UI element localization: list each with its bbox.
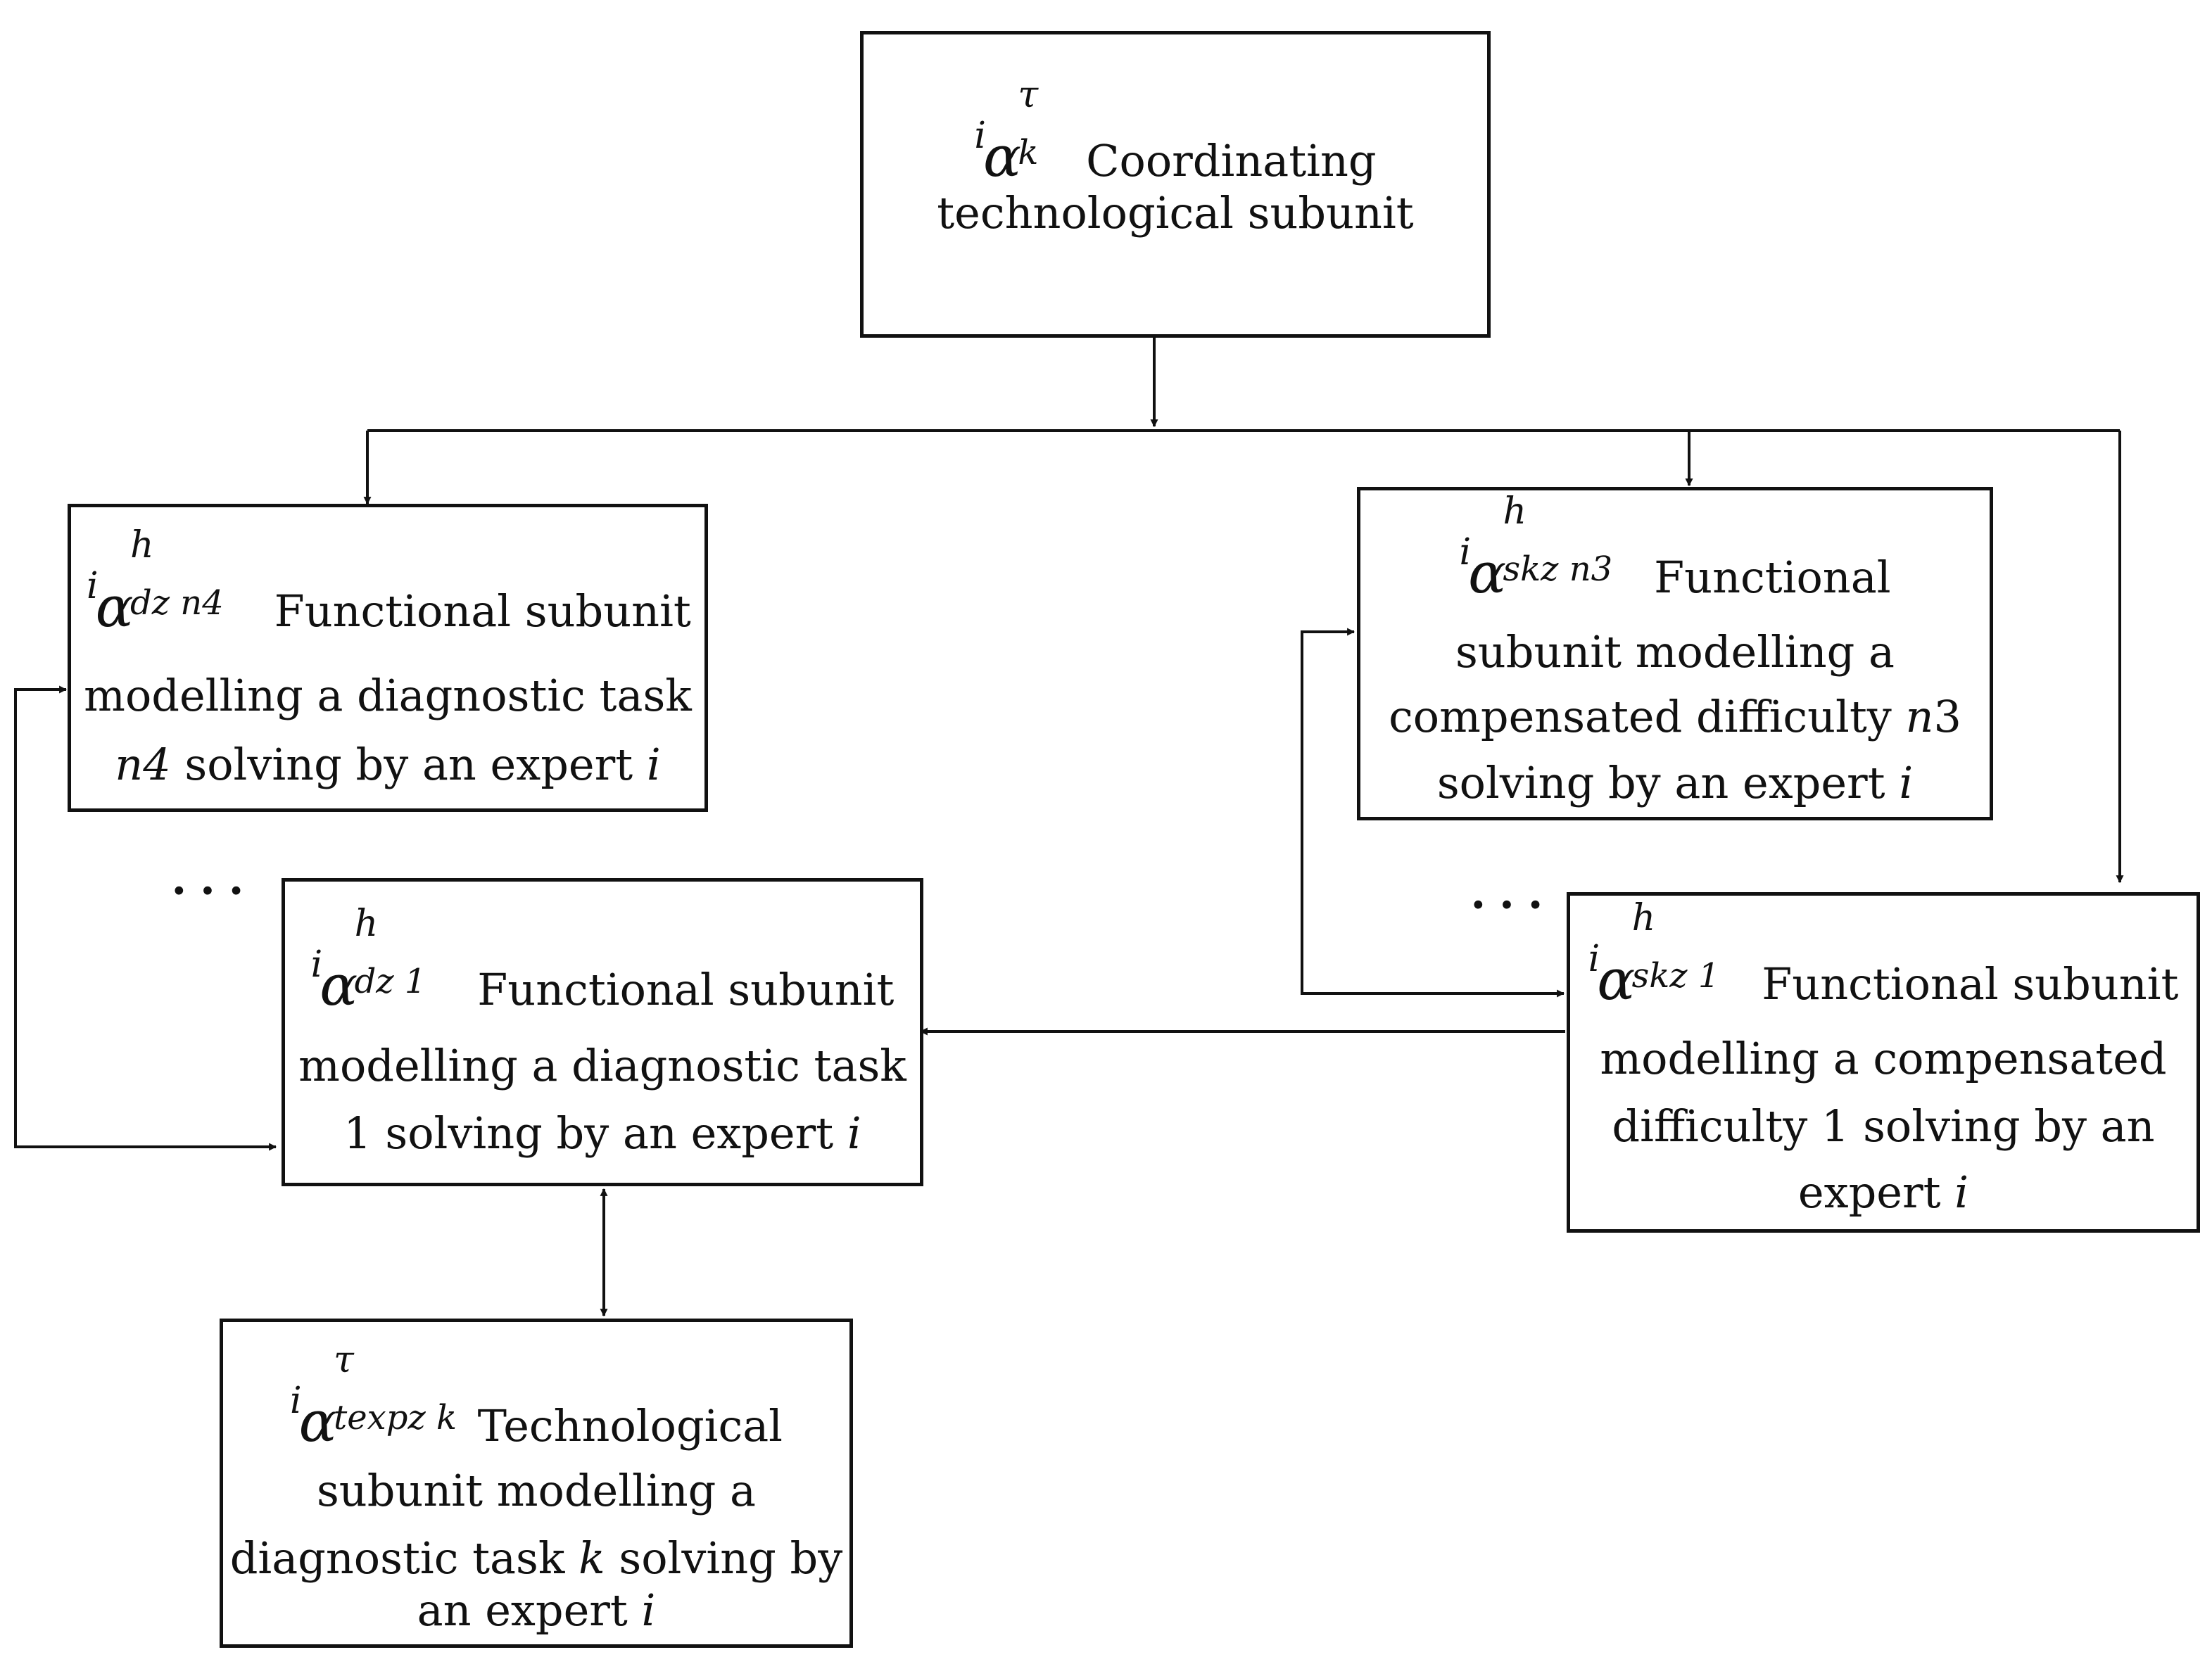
node-line: 1 solving by an expert i <box>343 1107 861 1159</box>
functional-subunit-skz-1-box: iα h skz 1 Functional subunit modelling … <box>1567 892 2200 1233</box>
alpha-symbol: iα h skz n3 <box>1459 490 1613 606</box>
functional-subunit-dz-n4-box: iα h dz n4 Functional subunit modelling … <box>68 504 708 812</box>
node-title: Coordinating <box>1086 135 1377 186</box>
node-line: difficulty 1 solving by an <box>1612 1100 2155 1152</box>
functional-subunit-dz-1-box: iα h dz 1 Functional subunit modelling a… <box>282 878 923 1186</box>
node-line: diagnostic task k solving by <box>229 1532 843 1584</box>
alpha-symbol: iα h dz n4 <box>87 524 224 640</box>
node-line: n4 solving by an expert i <box>115 739 661 790</box>
alpha-symbol: iα τ k <box>974 74 1039 189</box>
ellipsis-right: ... <box>1468 849 1554 923</box>
technological-subunit-texpz-k-box: iα τ texpz k Technological subunit model… <box>220 1319 853 1648</box>
node-line: subunit modelling a <box>1455 626 1895 678</box>
coordinating-subunit-box: iα τ k Coordinating technological subuni… <box>860 31 1491 338</box>
node-title: Functional subunit <box>477 964 895 1015</box>
ellipsis-left: ... <box>169 835 255 909</box>
node-title: Functional <box>1654 552 1891 603</box>
node-title: Functional subunit <box>1762 958 2179 1010</box>
node-line: modelling a diagnostic task <box>298 1040 906 1091</box>
alpha-symbol: iα h skz 1 <box>1588 897 1720 1012</box>
node-line: technological subunit <box>937 187 1414 239</box>
alpha-symbol: iα τ texpz k <box>289 1339 457 1454</box>
node-line: solving by an expert i <box>1436 757 1914 808</box>
node-title: Technological <box>477 1400 783 1452</box>
functional-subunit-skz-n3-box: iα h skz n3 Functional subunit modelling… <box>1357 487 1993 820</box>
node-line: subunit modelling a <box>316 1465 757 1516</box>
arrow-loop-dz1-dzn4 <box>14 685 277 1151</box>
arrow-loop-skz1-skzn3 <box>1301 628 1565 998</box>
node-line: modelling a diagnostic task <box>84 670 692 721</box>
node-line: compensated difficulty n3 <box>1389 691 1961 742</box>
node-line: expert i <box>1797 1167 1969 1218</box>
node-line: modelling a compensated <box>1600 1033 2167 1084</box>
alpha-symbol: iα h dz 1 <box>310 903 426 1018</box>
node-title: Functional subunit <box>274 585 691 637</box>
node-line: an expert i <box>417 1584 656 1636</box>
